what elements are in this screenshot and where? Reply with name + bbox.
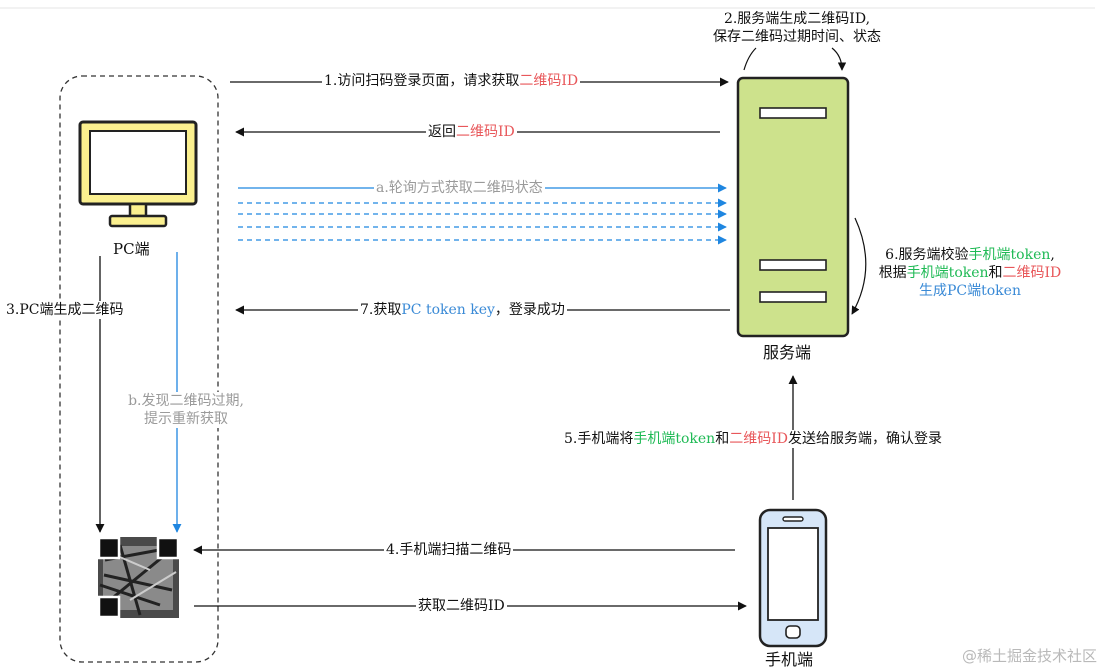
step6-line3: 生成PC端token [919, 283, 1021, 299]
server-icon [736, 76, 850, 338]
watermark: @稀土掘金技术社区 [961, 647, 1097, 665]
step5-phone-token: 手机端token [633, 431, 716, 447]
step2-arrow [831, 47, 847, 71]
step1-qr-id: 二维码ID [519, 73, 579, 89]
return-qr-id: 二维码ID [456, 124, 515, 140]
polling-label: a.轮询方式获取二维码状态 [374, 179, 545, 197]
pc-monitor-icon [78, 120, 198, 228]
polling-arrows [238, 183, 727, 245]
step6-l2-token: 手机端token [906, 265, 989, 281]
step6-l2-text: 根据 [878, 265, 907, 281]
step6-line1: 6.服务端校验手机端token, [855, 246, 1085, 264]
step6-l1-text: 6.服务端校验 [885, 247, 969, 263]
step5-label: 5.手机端将手机端token和二维码ID发送给服务端，确认登录 [562, 430, 944, 448]
phone-icon [758, 508, 828, 648]
step2-line1: 2.服务端生成二维码ID, [723, 11, 871, 27]
step1-label: 1.访问扫码登录页面，请求获取二维码ID [322, 72, 581, 90]
pc-label: PC端 [113, 240, 150, 258]
step3-label: 3.PC端生成二维码 [4, 301, 126, 319]
step6-l1-token: 手机端token [968, 247, 1051, 263]
get-qr-id-label: 获取二维码ID [416, 597, 507, 615]
phone-label: 手机端 [765, 650, 814, 669]
step6-l2-and: 和 [988, 265, 1003, 281]
step7-pc-token-key: PC token key [401, 302, 495, 318]
step2-label: 2.服务端生成二维码ID, 保存二维码过期时间、状态 [682, 10, 912, 46]
step5-qr-id: 二维码ID [729, 431, 788, 447]
return-label: 返回二维码ID [426, 123, 517, 141]
b-line1: b.发现二维码过期, [128, 393, 244, 409]
step5-text: 5.手机端将 [564, 431, 634, 447]
step2-line2: 保存二维码过期时间、状态 [713, 29, 881, 45]
pc-container [59, 75, 219, 663]
step1-text: 1.访问扫码登录页面，请求获取 [324, 73, 520, 89]
step5-suffix: 发送给服务端，确认登录 [787, 431, 942, 447]
step7-label: 7.获取PC token key，登录成功 [358, 301, 567, 319]
qr-code-icon [97, 536, 180, 619]
step6-l1-comma: , [1050, 247, 1055, 263]
step6-l2-qr-id: 二维码ID [1002, 265, 1062, 281]
return-text: 返回 [428, 124, 456, 140]
step6-arrow [851, 217, 867, 315]
server-label: 服务端 [763, 343, 812, 362]
step5-and: 和 [715, 431, 730, 447]
step4-label: 4.手机端扫描二维码 [384, 541, 514, 559]
step7-text: 7.获取 [360, 302, 402, 318]
step6-line2: 根据手机端token和二维码ID [855, 264, 1085, 282]
step7-suffix: ，登录成功 [494, 302, 565, 318]
step2-connector [743, 47, 757, 71]
b-expired-label: b.发现二维码过期, 提示重新获取 [108, 392, 264, 428]
step6-label: 6.服务端校验手机端token, 根据手机端token和二维码ID 生成PC端t… [855, 246, 1085, 300]
b-line2: 提示重新获取 [144, 411, 228, 427]
